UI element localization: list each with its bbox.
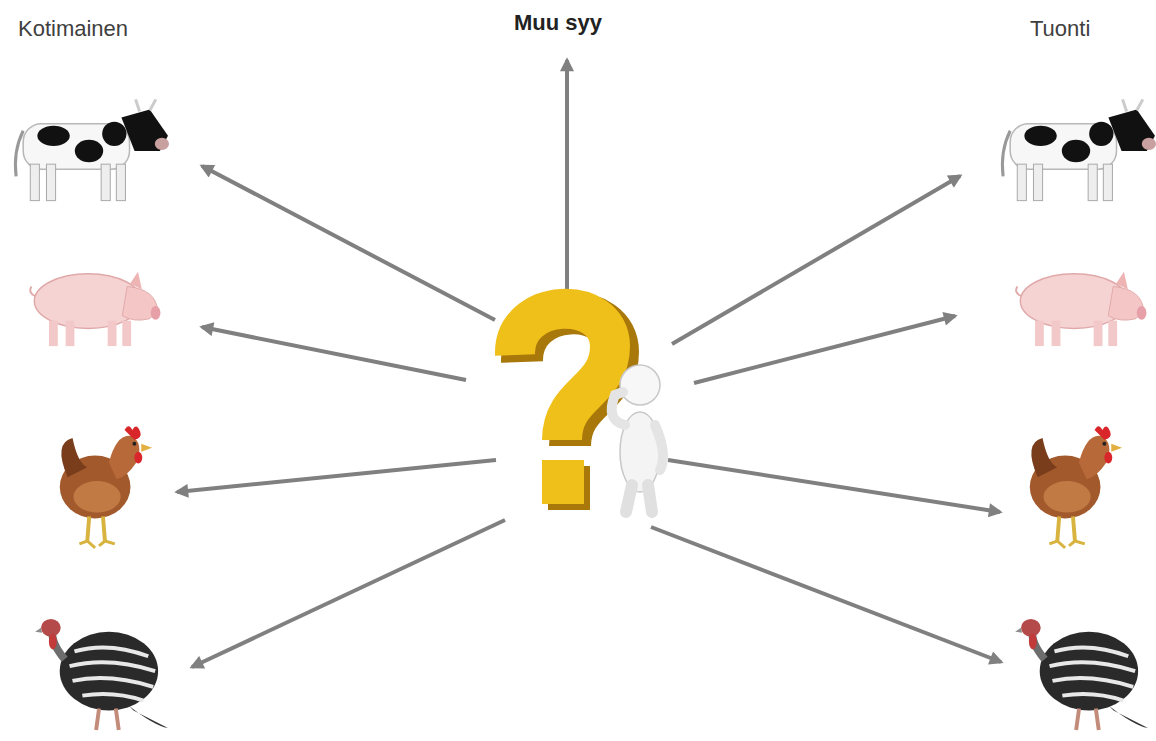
animals-left [15, 99, 169, 730]
arrow-right [651, 527, 1001, 662]
turkey-picture [1015, 619, 1148, 730]
arrow-right [672, 176, 960, 344]
column-heading: Kotimainen [18, 16, 128, 42]
arrow-right [668, 460, 1000, 512]
question-figure [515, 309, 663, 512]
cow-picture [1002, 99, 1156, 200]
question-dot [542, 460, 584, 504]
pig-picture [30, 272, 160, 346]
person-arm [612, 392, 625, 425]
arrow-right [694, 316, 955, 383]
turkey-picture [35, 619, 168, 730]
animals-right [1002, 99, 1156, 730]
pig-picture [1016, 272, 1146, 346]
arrow-left [192, 520, 505, 667]
cow-picture [15, 99, 169, 200]
arrow-left [202, 327, 466, 380]
person-legs [626, 485, 652, 512]
arrow-up [565, 60, 569, 296]
hen-picture [1030, 426, 1122, 548]
arrow-left [202, 166, 495, 320]
arrow-left [177, 460, 496, 492]
other-cause-label: Muu syy [514, 10, 602, 36]
column-heading: Tuonti [1030, 16, 1090, 42]
question-mark [515, 309, 610, 440]
hen-picture [60, 426, 152, 548]
person-head [620, 365, 660, 405]
person-arm [655, 425, 663, 470]
arrows [177, 60, 1001, 667]
